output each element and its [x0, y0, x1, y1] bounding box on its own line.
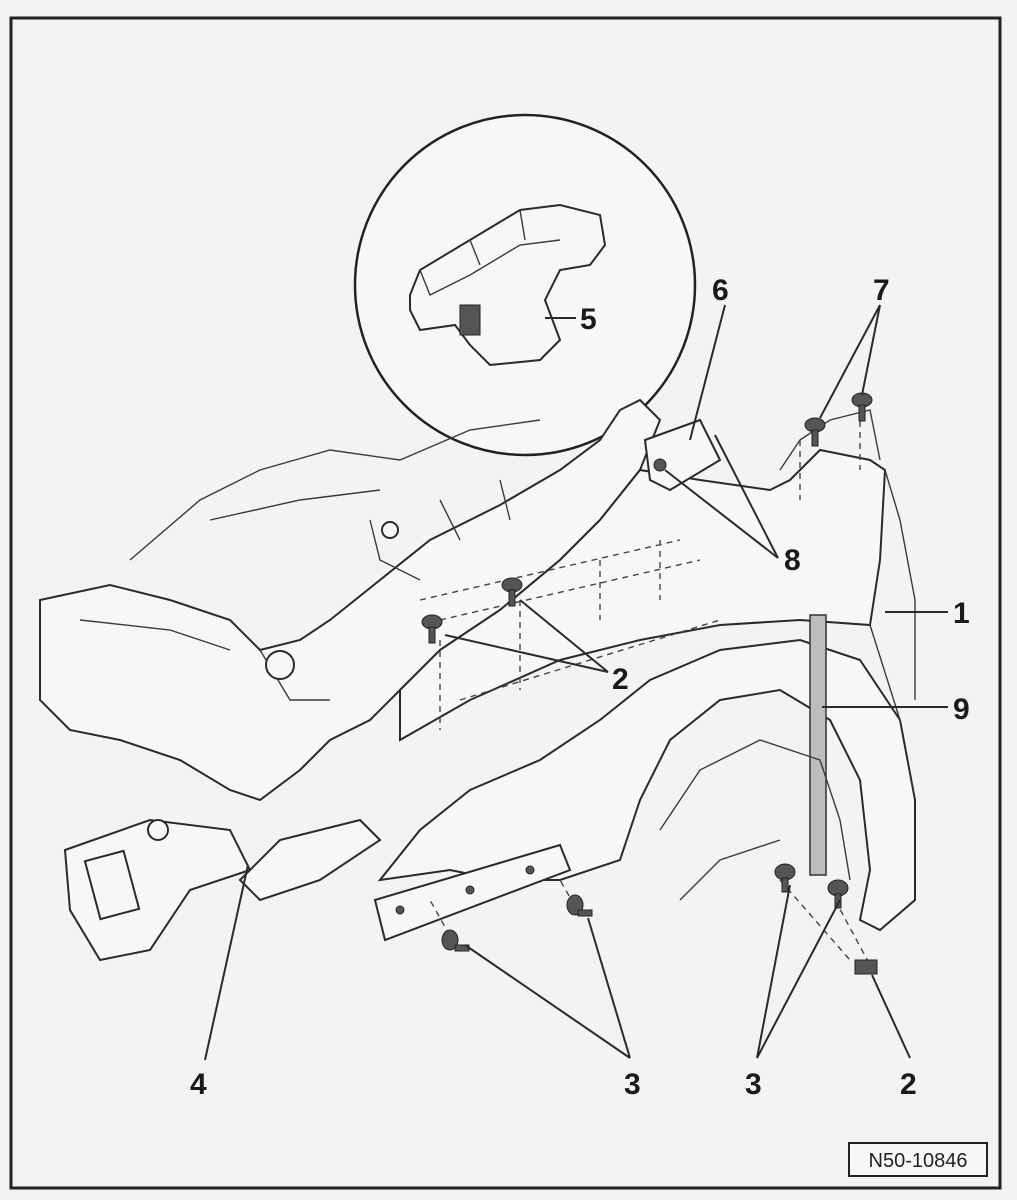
callout-9: 9: [953, 693, 970, 726]
mounting-bracket: [238, 614, 851, 942]
callout-5: 5: [580, 303, 597, 336]
nut-icon: [854, 959, 878, 975]
bolt-icon: [566, 894, 593, 917]
bolt-icon: [851, 392, 873, 422]
bolt-icon: [827, 879, 849, 909]
callout-6: 6: [712, 274, 729, 307]
body-structure: [39, 398, 662, 962]
callout-8: 8: [784, 544, 801, 577]
callout-3-left: 3: [624, 1068, 641, 1101]
bolts: [421, 392, 878, 975]
leader-lines: [204, 304, 948, 1061]
diagram-frame: [9, 16, 1002, 1190]
bracket-4: [238, 818, 382, 902]
bolt-icon: [774, 863, 796, 893]
callout-1: 1: [953, 597, 970, 630]
fender-panel-1: [377, 409, 916, 932]
clip-part-5: [409, 203, 607, 367]
detail-inset-circle: [353, 113, 697, 457]
bolt-icon: [421, 614, 443, 644]
callout-2-upper: 2: [612, 663, 629, 696]
bolt-icon: [501, 577, 523, 607]
seal-strip-9: [809, 614, 827, 876]
callout-7: 7: [873, 274, 890, 307]
bolt-icon: [804, 417, 826, 447]
reference-code: N50-10846: [869, 1150, 968, 1172]
assembly-guide-lines: [419, 410, 871, 966]
bolt-icon: [441, 929, 470, 952]
callout-3-right: 3: [745, 1068, 762, 1101]
callout-2-lower: 2: [900, 1068, 917, 1101]
reference-code-box: [848, 1142, 988, 1177]
callout-4: 4: [190, 1068, 207, 1101]
hinge-bracket-icon: [643, 418, 722, 492]
